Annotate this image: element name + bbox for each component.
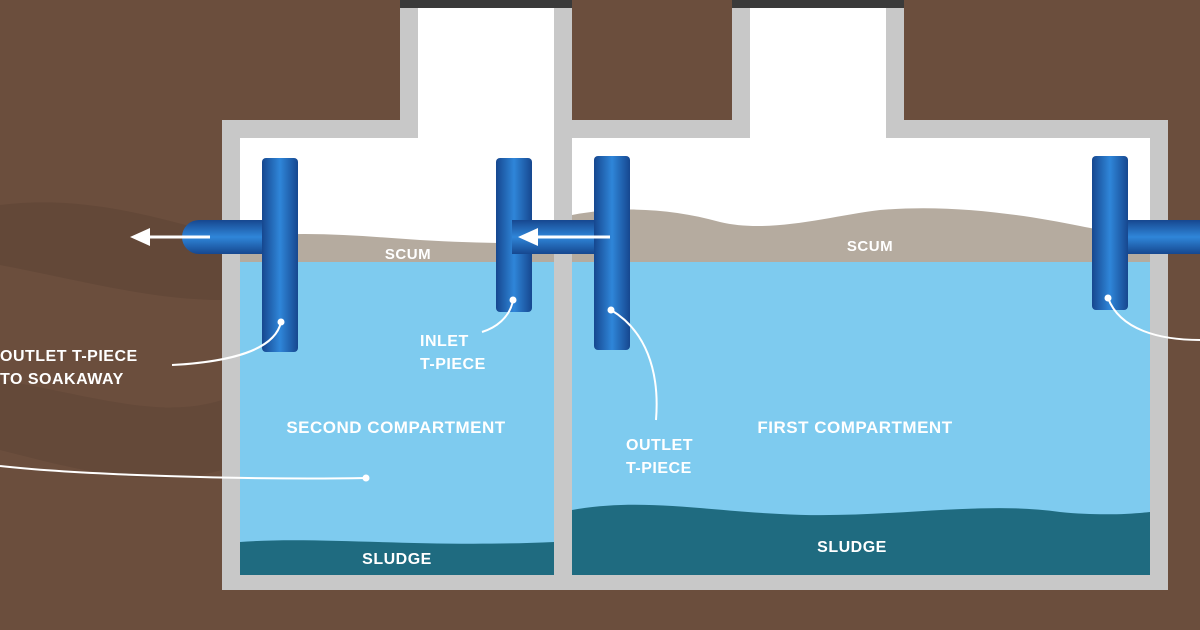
sludge-layer-left xyxy=(240,540,554,575)
label-inlet-line1: INLET xyxy=(420,333,469,350)
baffle-wall xyxy=(554,8,572,590)
inlet-tpiece-right xyxy=(1092,156,1128,310)
label-outlet-line1: OUTLET xyxy=(626,437,693,454)
label-second-compartment: SECOND COMPARTMENT xyxy=(286,418,505,437)
label-sludge-left: SLUDGE xyxy=(362,551,432,568)
label-scum-right: SCUM xyxy=(847,238,893,255)
label-outlet-soakaway-line1: OUTLET T-PIECE xyxy=(0,348,138,365)
leader-line-outlet xyxy=(610,309,658,421)
outlet-tpiece-soakaway xyxy=(262,158,298,352)
label-first-compartment: FIRST COMPARTMENT xyxy=(757,418,952,437)
label-outlet-line2: T-PIECE xyxy=(626,460,692,477)
scum-layer-left xyxy=(240,234,554,262)
riser-cover-right xyxy=(732,0,904,8)
flow-arrow-through-baffle xyxy=(518,228,610,246)
leader-line-second-compartment xyxy=(0,465,367,480)
leader-line-inlet xyxy=(481,299,514,333)
outlet-pipe-horizontal xyxy=(182,220,280,254)
soil-layer-upper xyxy=(0,202,222,300)
label-scum-left: SCUM xyxy=(385,246,431,263)
label-sludge-right: SLUDGE xyxy=(817,539,887,556)
leader-line-outlet-soakaway xyxy=(171,321,282,366)
outlet-tpiece xyxy=(594,156,630,350)
label-inlet-line2: T-PIECE xyxy=(420,356,486,373)
sludge-layer-right xyxy=(572,504,1150,575)
label-outlet-soakaway-line2: TO SOAKAWAY xyxy=(0,371,124,388)
riser-cover-left xyxy=(400,0,572,8)
leader-line-inlet-right xyxy=(1107,297,1200,341)
flow-arrow-outlet xyxy=(130,228,210,246)
scum-layer-right xyxy=(572,208,1150,262)
soil-layer-lower xyxy=(0,380,222,479)
